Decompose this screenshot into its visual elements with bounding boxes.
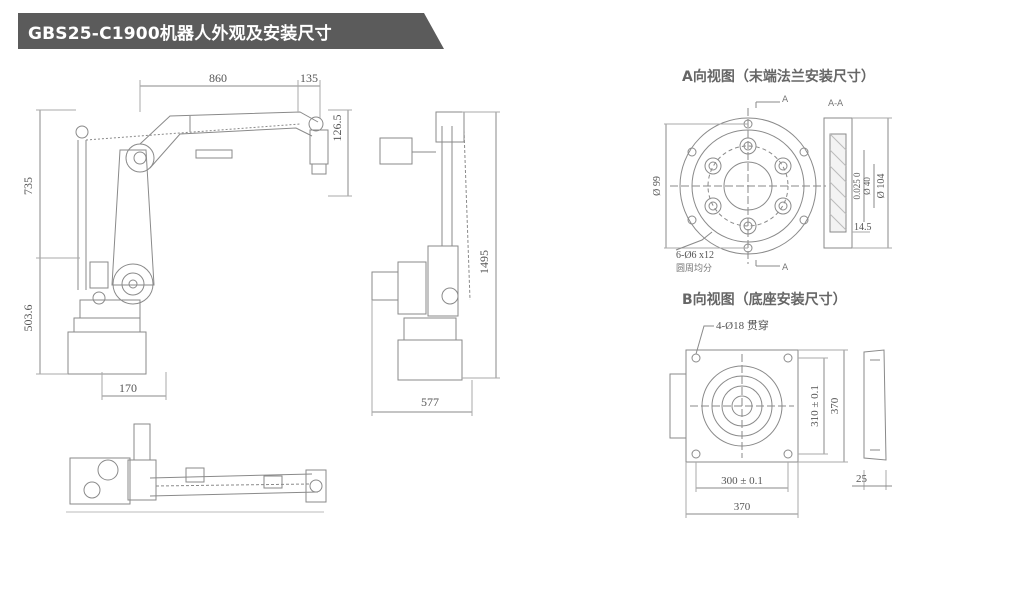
front-motor-left — [371, 271, 399, 301]
dim-base-width: 170 — [119, 381, 137, 395]
side-base-cap — [73, 317, 141, 333]
side-turntable — [79, 299, 141, 319]
base-hole-2 — [783, 353, 793, 363]
section-label: A-A — [828, 99, 844, 109]
banner-shape — [18, 13, 444, 49]
dim-wrist-height: 126.5 — [330, 115, 344, 142]
side-view: 860 135 126.5 735 503.6 170 — [21, 71, 352, 400]
dim-upper-height: 735 — [21, 177, 35, 195]
view-a-flange: A A A-A Ø 99 0.025 0 Ø 40 Ø 104 14.5 6-Ø… — [652, 95, 892, 274]
front-view: 1495 577 — [371, 111, 500, 416]
top-view — [66, 423, 327, 513]
dim-flange-outer: Ø 99 — [652, 176, 663, 196]
front-motor-top — [379, 137, 413, 165]
view-b-title: B向视图（底座安装尺寸） — [682, 292, 847, 308]
front-base — [397, 339, 463, 381]
top-column — [133, 423, 151, 461]
dim-flange-inner: Ø 40 — [862, 177, 872, 195]
page-title: GBS25-C1900机器人外观及安装尺寸 — [28, 24, 332, 44]
title-banner: GBS25-C1900机器人外观及安装尺寸 — [18, 13, 444, 49]
dim-front-width: 577 — [421, 395, 439, 409]
wrist-body — [309, 129, 329, 165]
dim-hole-spacing-h: 300 ± 0.1 — [721, 475, 763, 487]
wrist-joint — [308, 116, 324, 132]
flange-hole-spec: 6-Ø6 x12 — [676, 250, 714, 261]
dim-wrist-length: 135 — [300, 71, 318, 85]
dim-outer-h: 370 — [734, 501, 751, 513]
base-side-profile — [863, 349, 887, 461]
base-hole-spec: 4-Ø18 贯穿 — [716, 318, 769, 332]
view-a-title: A向视图（末端法兰安装尺寸） — [682, 69, 875, 85]
lower-arm — [111, 149, 155, 286]
flange-hole-note: 圆周均分 — [676, 262, 712, 274]
flange-section — [823, 117, 853, 249]
top-wrist — [305, 469, 327, 503]
view-b-base: 4-Ø18 贯穿 310 ± 0.1 370 300 ± 0.1 370 25 — [669, 318, 892, 518]
dim-flange-dia: Ø 104 — [876, 174, 887, 199]
base-hole-3 — [691, 449, 701, 459]
side-base — [67, 331, 147, 375]
dim-outer-v: 370 — [829, 397, 841, 414]
base-hole-1 — [691, 353, 701, 363]
dim-base-height: 503.6 — [21, 305, 35, 332]
dim-total-height: 1495 — [477, 250, 491, 274]
dim-flange-depth: 14.5 — [854, 222, 872, 233]
dim-thickness: 25 — [856, 473, 868, 485]
base-hole-4 — [783, 449, 793, 459]
upper-arm — [139, 111, 319, 145]
shoulder-joint — [112, 263, 154, 305]
top-base — [69, 457, 131, 505]
front-elbow — [435, 111, 465, 143]
dim-hole-spacing-v: 310 ± 0.1 — [809, 385, 821, 427]
section-mark-top: A — [782, 95, 789, 105]
dim-arm-length: 860 — [209, 71, 227, 85]
section-mark-bottom: A — [782, 263, 789, 273]
dim-flange-tolerance: 0.025 0 — [852, 172, 862, 200]
